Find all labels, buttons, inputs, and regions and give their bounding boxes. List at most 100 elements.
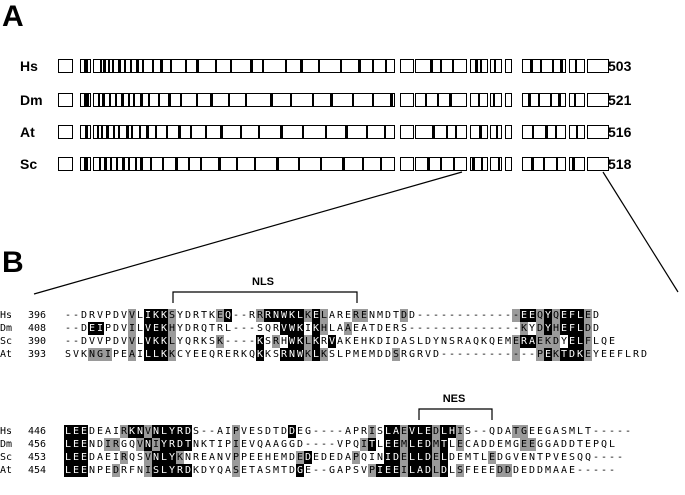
residue: T	[472, 452, 480, 463]
residue: I	[360, 438, 368, 451]
residue: P	[592, 439, 600, 450]
bar-stripe	[572, 158, 575, 170]
bar-segment	[522, 93, 566, 107]
residue: R	[120, 465, 128, 476]
residue: I	[384, 451, 392, 464]
residue: E	[304, 465, 312, 476]
residue: L	[312, 348, 320, 361]
residue: V	[72, 349, 80, 360]
bar-stripe	[150, 158, 152, 170]
residue: D	[88, 452, 96, 463]
residue: S	[168, 309, 176, 322]
residue: N	[152, 425, 160, 438]
residue: D	[80, 310, 88, 321]
residue: K	[296, 322, 304, 335]
bar-stripe	[478, 94, 480, 106]
residue: G	[296, 464, 304, 477]
residue: -	[488, 323, 496, 334]
bar-stripe	[170, 60, 172, 72]
bar-stripe	[100, 60, 102, 72]
residue: K	[264, 349, 272, 360]
residue: L	[624, 349, 632, 360]
residue: R	[120, 425, 128, 438]
bar-stripe	[556, 158, 558, 170]
residue: E	[104, 452, 112, 463]
bar-stripe	[285, 60, 287, 72]
bar-stripe	[230, 60, 232, 72]
residue: Q	[600, 439, 608, 450]
residue: E	[416, 438, 424, 451]
residue: S	[264, 465, 272, 476]
bar-stripe	[558, 94, 561, 106]
bar-stripe	[494, 60, 496, 72]
residue: E	[560, 452, 568, 463]
residue: M	[280, 452, 288, 463]
residue: -	[248, 323, 256, 334]
residue: I	[144, 464, 152, 477]
residue: E	[432, 451, 440, 464]
residue: Q	[128, 439, 136, 450]
bar-segment	[587, 157, 609, 171]
residue: H	[168, 322, 176, 335]
bar-stripe	[550, 94, 552, 106]
residue: R	[352, 309, 360, 322]
bar-stripe	[158, 94, 160, 106]
residue: K	[288, 309, 296, 322]
bar-stripe	[552, 60, 554, 72]
bar-stripe	[240, 126, 242, 138]
residue: I	[216, 439, 224, 450]
residue: G	[544, 426, 552, 437]
bar-stripe	[180, 94, 182, 106]
residue: Q	[208, 349, 216, 360]
bar-stripe	[390, 94, 393, 106]
alignment-species: Dm	[0, 323, 13, 334]
residue: N	[216, 452, 224, 463]
residue: E	[272, 452, 280, 463]
residue: -	[232, 336, 240, 347]
residue: P	[232, 451, 240, 464]
bar-stripe	[528, 94, 531, 106]
residue: A	[344, 426, 352, 437]
residue: -	[328, 439, 336, 450]
residue: A	[104, 426, 112, 437]
species-label-sc: Sc	[20, 156, 38, 172]
bar-stripe	[228, 94, 230, 106]
bar-stripe	[342, 158, 345, 170]
residue: P	[368, 464, 376, 477]
residue: -	[208, 426, 216, 437]
residue: G	[288, 439, 296, 450]
residue: -	[488, 349, 496, 360]
residue: E	[80, 425, 88, 438]
bar-stripe	[86, 158, 88, 170]
residue: A	[344, 322, 352, 335]
bar-stripe	[166, 126, 168, 138]
residue: L	[136, 336, 144, 347]
residue: -	[528, 349, 536, 360]
residue: S	[208, 336, 216, 347]
residue: S	[448, 336, 456, 347]
residue: M	[352, 349, 360, 360]
species-label-at: At	[20, 124, 35, 140]
residue: M	[544, 465, 552, 476]
residue: -	[312, 426, 320, 437]
residue: -	[608, 452, 616, 463]
residue: V	[248, 439, 256, 450]
residue: K	[344, 336, 352, 347]
bar-stripe	[121, 94, 124, 106]
bar-segment	[490, 59, 502, 73]
residue: -	[504, 323, 512, 334]
residue: R	[192, 452, 200, 463]
bar-stripe	[320, 158, 322, 170]
residue: D	[496, 464, 504, 477]
residue: L	[592, 336, 600, 347]
bar-stripe	[437, 94, 439, 106]
bar-stripe	[380, 158, 382, 170]
residue: E	[528, 438, 536, 451]
residue: H	[552, 322, 560, 335]
residue: R	[192, 323, 200, 334]
residue: Q	[352, 439, 360, 450]
residue: D	[112, 336, 120, 347]
residue: -	[72, 323, 80, 334]
residue: E	[312, 452, 320, 463]
